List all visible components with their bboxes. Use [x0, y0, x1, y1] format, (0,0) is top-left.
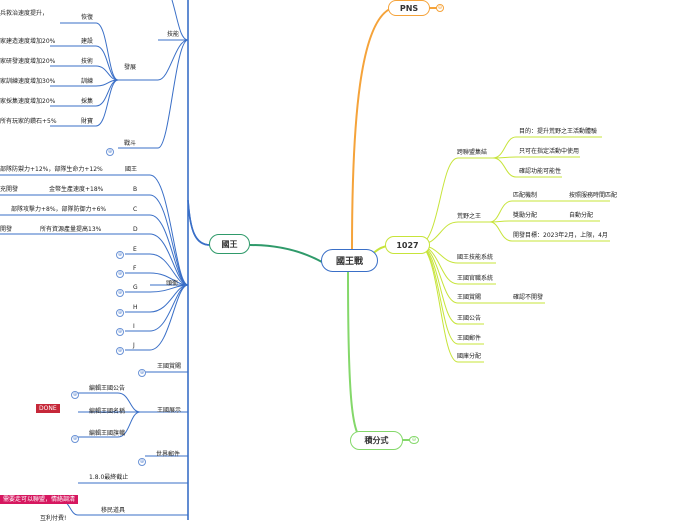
title-item-label[interactable]: 國王	[125, 166, 138, 173]
props-label[interactable]: 移民道具	[101, 507, 126, 514]
develop-item-text[interactable]: 家訓練速度增加30%	[0, 78, 56, 85]
show-item[interactable]: 編輯王國公告	[89, 385, 126, 392]
title-expand-toggle[interactable]: ⊕	[116, 328, 124, 336]
titles-label[interactable]: 頭銜	[166, 280, 179, 287]
develop-item-label[interactable]: 採集	[81, 98, 94, 105]
show-item[interactable]: 編輯王國名稱	[89, 408, 126, 415]
distribute-label[interactable]: 國庫分配	[457, 353, 482, 360]
show-expand-toggle[interactable]: ⊕	[71, 391, 79, 399]
king-node[interactable]: 國王	[209, 234, 250, 254]
develop-item-text[interactable]: 家研發速度增加20%	[0, 58, 56, 65]
skill-system-label[interactable]: 國王技能系統	[457, 254, 494, 261]
develop-item-label[interactable]: 建設	[81, 38, 94, 45]
pns-branch-line	[351, 7, 438, 251]
title-item-label[interactable]: B	[133, 186, 138, 193]
title-expand-toggle[interactable]: ⊕	[116, 289, 124, 297]
alliance-label[interactable]: 跨聯盟集結	[457, 149, 488, 156]
battle-expand-toggle[interactable]: ⊕	[106, 148, 114, 156]
props-more[interactable]: 互利付費!	[40, 515, 67, 522]
title-item-label[interactable]: G	[133, 284, 138, 291]
develop-item-label[interactable]: 訓練	[81, 78, 94, 85]
develop-item-text[interactable]: 家採集速度增加20%	[0, 98, 56, 105]
develop-item-text[interactable]: 兵救治速度提升，	[0, 10, 49, 17]
title-item-label[interactable]: F	[133, 265, 137, 272]
title-item-label[interactable]: D	[133, 226, 138, 233]
title-item-text2[interactable]: 充開發	[0, 186, 19, 193]
props-warning-tag: 需要走可以聯盟，情絡調清	[0, 495, 79, 504]
title-expand-toggle[interactable]: ⊕	[116, 347, 124, 355]
pns-collapse-toggle[interactable]: ⊖	[436, 4, 444, 12]
pns-node[interactable]: PNS	[388, 0, 430, 16]
points-label: 積分式	[364, 436, 389, 445]
central-node-label: 國王戰	[335, 257, 363, 267]
title-item-text[interactable]: 金幣生產速度+18%	[49, 186, 104, 193]
points-branch-line	[347, 271, 410, 441]
show-expand-toggle[interactable]: ⊕	[71, 435, 79, 443]
king-label: 國王	[221, 239, 238, 249]
title-item-label[interactable]: I	[133, 323, 135, 330]
skills-label[interactable]: 技能	[167, 31, 180, 38]
wildking-reward-value[interactable]: 自動分配	[569, 212, 594, 219]
develop-item-label[interactable]: 恢復	[81, 14, 94, 21]
title-item-text[interactable]: 部隊防禦力+12%，部隊生命力+12%	[0, 166, 103, 173]
show-label[interactable]: 王國展示	[157, 407, 182, 414]
mail-label[interactable]: 王國郵件	[457, 335, 482, 342]
wildking-match-value[interactable]: 按照服務時間匹配	[569, 192, 618, 199]
notice-label[interactable]: 王國公告	[457, 315, 482, 322]
develop-item-text[interactable]: 所有玩家的鑽石+5%	[0, 118, 57, 125]
title-expand-toggle[interactable]: ⊕	[116, 309, 124, 317]
show-item[interactable]: 編輯王國旗幟	[89, 430, 126, 437]
left-gift-expand-toggle[interactable]: ⊕	[138, 369, 146, 377]
develop-item-label[interactable]: 技術	[81, 58, 94, 65]
title-item-label[interactable]: H	[133, 304, 138, 311]
office-system-label[interactable]: 王國官職系統	[457, 275, 494, 282]
develop-item-text[interactable]: 家建造速度增加20%	[0, 38, 56, 45]
world-mail-label[interactable]: 世界郵件	[156, 451, 181, 458]
y1027-label: 1027	[396, 240, 419, 250]
title-item-label[interactable]: J	[133, 342, 135, 349]
title-expand-toggle[interactable]: ⊕	[116, 270, 124, 278]
title-expand-toggle[interactable]: ⊕	[116, 251, 124, 259]
wildking-target[interactable]: 開發目標：2023年2月，上限，4月	[513, 232, 608, 239]
points-collapse-toggle[interactable]: ⊖	[409, 436, 419, 444]
king-branch-line	[249, 244, 323, 263]
left-gift-label[interactable]: 王國賞賜	[157, 363, 182, 370]
wildking-reward-label[interactable]: 獎勵分配	[513, 212, 538, 219]
gift-value[interactable]: 確認不開發	[513, 294, 544, 301]
done-tag: DONE	[36, 404, 60, 413]
title-item-text2[interactable]: 開發	[0, 226, 13, 233]
world-mail-expand-toggle[interactable]: ⊕	[138, 458, 146, 466]
pns-label: PNS	[399, 3, 419, 13]
develop-label[interactable]: 發展	[124, 64, 137, 71]
points-node[interactable]: 積分式	[350, 431, 403, 450]
close-label[interactable]: 1.8.0最終截止	[89, 474, 129, 481]
alliance-item[interactable]: 確認功能可能性	[519, 168, 562, 175]
king-spine-line	[187, 199, 211, 520]
wildking-match-label[interactable]: 匹配機制	[513, 192, 538, 199]
alliance-item[interactable]: 只可在指定活動中使用	[519, 148, 580, 155]
y1027-node[interactable]: 1027	[385, 236, 430, 254]
title-item-text[interactable]: 部隊攻擊力+8%，部隊防御力+6%	[11, 206, 107, 213]
wildking-label[interactable]: 荒野之王	[457, 213, 482, 220]
central-node[interactable]: 國王戰	[321, 249, 378, 272]
alliance-item[interactable]: 目的：提升荒野之王活動體驗	[519, 128, 598, 135]
develop-item-label[interactable]: 財寶	[81, 118, 94, 125]
title-item-text[interactable]: 所有資源產量提高13%	[40, 226, 102, 233]
title-item-label[interactable]: E	[133, 246, 137, 253]
gift-label[interactable]: 王國賞賜	[457, 294, 482, 301]
battle-label[interactable]: 戰斗	[124, 140, 137, 147]
title-item-label[interactable]: C	[133, 206, 138, 213]
